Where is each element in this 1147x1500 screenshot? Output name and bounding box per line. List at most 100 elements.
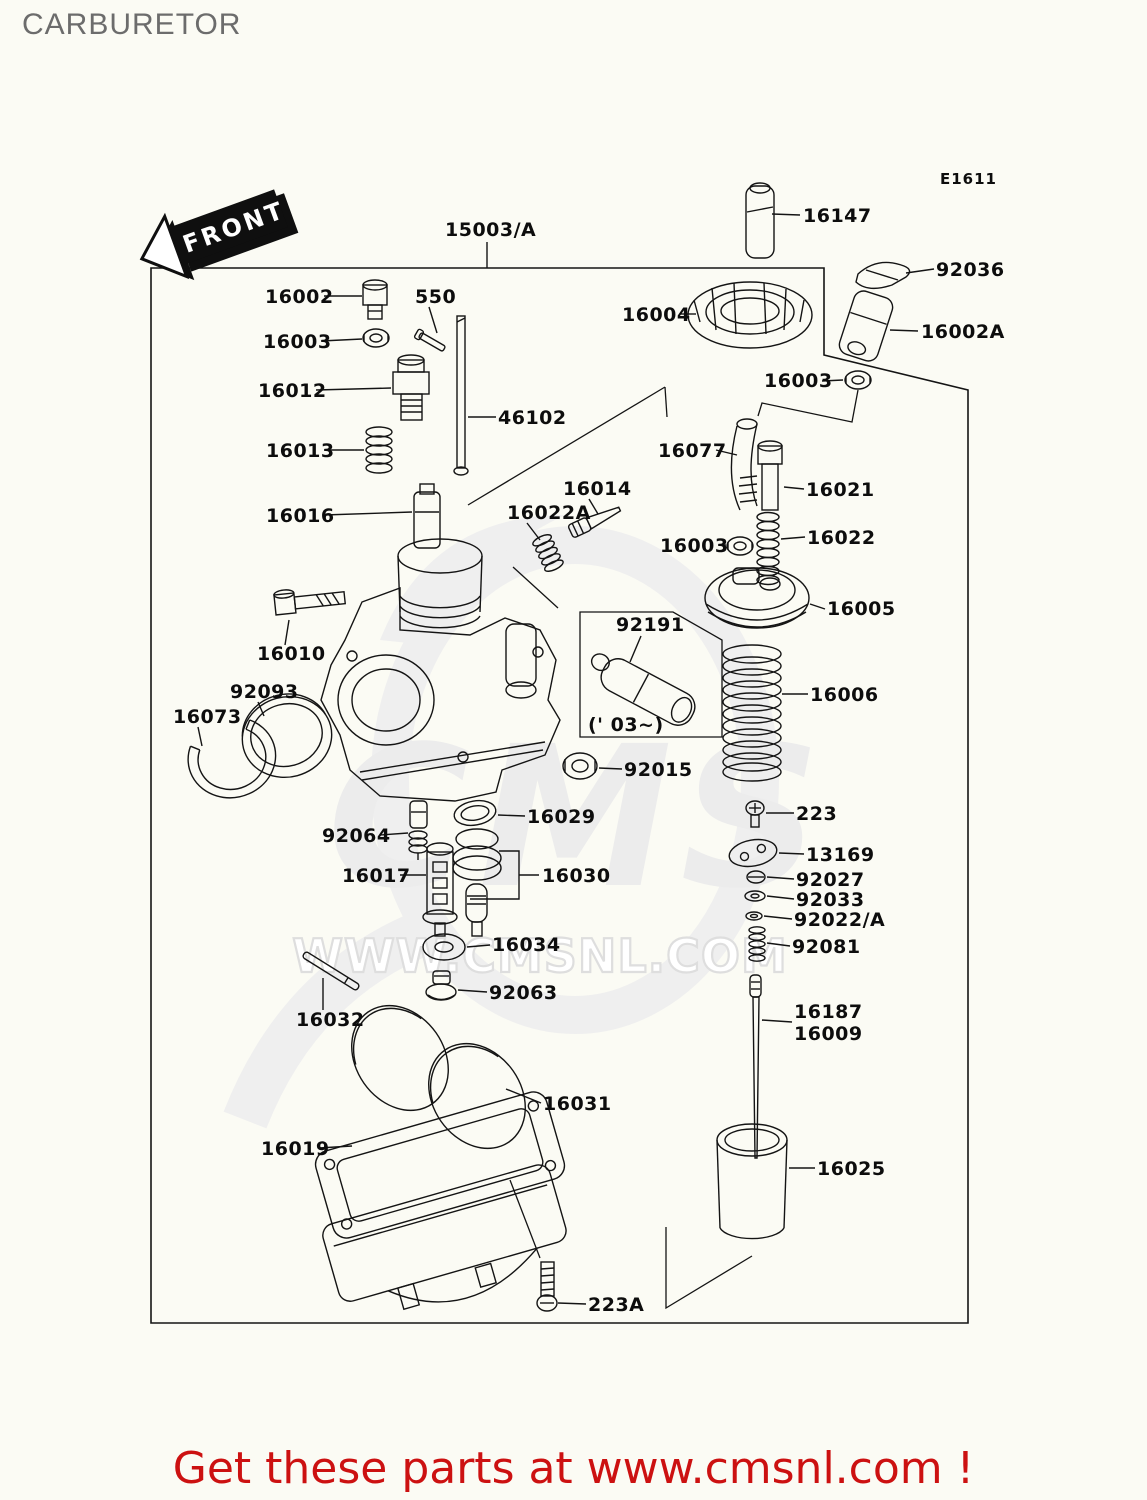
part-label-16002a[interactable]: 16002A bbox=[921, 321, 1005, 343]
part-label-16022[interactable]: 16022 bbox=[807, 527, 876, 549]
part-label-16003[interactable]: 16003 bbox=[263, 331, 332, 353]
part-92093-ring-drawing bbox=[241, 693, 333, 779]
part-label-16021[interactable]: 16021 bbox=[806, 479, 875, 501]
part-label-550[interactable]: 550 bbox=[415, 286, 456, 308]
part-label-92093[interactable]: 92093 bbox=[230, 681, 299, 703]
carburetor-body-drawing bbox=[320, 538, 561, 802]
cmsnl-watermark: CMS WWW.CMSNL.COM bbox=[223, 515, 821, 1129]
page-title: CARBURETOR bbox=[22, 8, 242, 41]
part-92081-spring-drawing bbox=[748, 926, 766, 962]
part-label-15003a[interactable]: 15003/A bbox=[445, 219, 536, 241]
part-92063-plug-drawing bbox=[425, 970, 457, 1001]
watermark-url-text: WWW.CMSNL.COM bbox=[292, 929, 788, 983]
part-label-92022a[interactable]: 92022/A bbox=[794, 909, 885, 931]
part-16004-cap-drawing bbox=[687, 281, 813, 349]
part-16002-screw-drawing bbox=[362, 279, 388, 320]
part-label-92033[interactable]: 92033 bbox=[796, 889, 865, 911]
part-label-16022a[interactable]: 16022A bbox=[507, 502, 591, 524]
part-label-16019[interactable]: 16019 bbox=[261, 1138, 330, 1160]
part-16029-oring-drawing bbox=[453, 799, 497, 827]
part-label-16032[interactable]: 16032 bbox=[296, 1009, 365, 1031]
front-direction-arrow: FRONT bbox=[139, 189, 299, 281]
part-16009-needle-drawing bbox=[749, 974, 762, 1159]
part-16019-gasket-drawing bbox=[314, 1091, 566, 1239]
part-labels: E1611 15003/A 16147 92036 16002 550 1600… bbox=[173, 170, 1005, 1316]
part-16022A-spring-drawing bbox=[532, 534, 564, 572]
part-92015-nut-drawing bbox=[562, 752, 598, 780]
leader-lines bbox=[197, 213, 935, 1305]
part-92022A-oring-drawing bbox=[745, 911, 763, 921]
part-label-16006[interactable]: 16006 bbox=[810, 684, 879, 706]
part-label-16003[interactable]: 16003 bbox=[764, 370, 833, 392]
part-92191-tube-inset-drawing bbox=[590, 653, 696, 726]
part-label-46102[interactable]: 46102 bbox=[498, 407, 567, 429]
part-label-16017[interactable]: 16017 bbox=[342, 865, 411, 887]
part-label-92081[interactable]: 92081 bbox=[792, 936, 861, 958]
part-223-screw-drawing bbox=[745, 800, 765, 828]
part-label-16034[interactable]: 16034 bbox=[492, 934, 561, 956]
part-label-92036[interactable]: 92036 bbox=[936, 259, 1005, 281]
part-16030-valve-seat-drawing bbox=[452, 828, 502, 937]
part-16022-spring-drawing bbox=[756, 511, 780, 586]
part-16025-cup-drawing bbox=[716, 1123, 788, 1240]
part-16012-fitting-drawing bbox=[392, 354, 430, 421]
part-16016-cylinder-drawing bbox=[413, 483, 441, 549]
part-16005-diaphragm-cap-drawing bbox=[704, 567, 810, 629]
part-92033-washer-drawing bbox=[744, 890, 766, 902]
part-label-13169[interactable]: 13169 bbox=[806, 844, 875, 866]
part-label-16010[interactable]: 16010 bbox=[257, 643, 326, 665]
diagram-code-label: E1611 bbox=[940, 170, 997, 188]
part-16014-screw-drawing bbox=[567, 506, 622, 538]
footer-ad-link[interactable]: Get these parts at www.cmsnl.com ! bbox=[172, 1443, 975, 1494]
part-550-pin-drawing bbox=[413, 328, 446, 352]
part-16003-nut-drawing bbox=[726, 536, 754, 556]
part-label-16077[interactable]: 16077 bbox=[658, 440, 727, 462]
part-label-16003[interactable]: 16003 bbox=[660, 535, 729, 557]
part-label-16009[interactable]: 16009 bbox=[794, 1023, 863, 1045]
part-label-16002[interactable]: 16002 bbox=[265, 286, 334, 308]
part-label-16014[interactable]: 16014 bbox=[563, 478, 632, 500]
part-16077-tube-drawing bbox=[730, 418, 758, 511]
part-223A-screw-drawing bbox=[536, 1261, 558, 1312]
float-bowl-drawing bbox=[322, 1164, 567, 1311]
part-label-16004[interactable]: 16004 bbox=[622, 304, 691, 326]
part-label-16016[interactable]: 16016 bbox=[266, 505, 335, 527]
model-year-note: (' 03~) bbox=[588, 714, 664, 736]
part-label-16187[interactable]: 16187 bbox=[794, 1001, 863, 1023]
part-16006-spring-drawing bbox=[722, 644, 782, 782]
part-13169-plate-drawing bbox=[728, 838, 778, 868]
part-label-16012[interactable]: 16012 bbox=[258, 380, 327, 402]
part-label-16013[interactable]: 16013 bbox=[266, 440, 335, 462]
part-label-92015[interactable]: 92015 bbox=[624, 759, 693, 781]
part-label-16031[interactable]: 16031 bbox=[543, 1093, 612, 1115]
part-16031-float-drawing bbox=[351, 1004, 526, 1150]
part-16147-plunger-drawing bbox=[745, 182, 775, 259]
part-46102-rod-drawing bbox=[453, 315, 469, 476]
part-label-16005[interactable]: 16005 bbox=[827, 598, 896, 620]
part-16003-nut-drawing bbox=[844, 370, 872, 390]
part-16073-clamp-drawing bbox=[187, 719, 277, 799]
part-16017-jet-drawing bbox=[422, 842, 458, 937]
part-label-92191[interactable]: 92191 bbox=[616, 614, 685, 636]
part-label-16030[interactable]: 16030 bbox=[542, 865, 611, 887]
part-label-92027[interactable]: 92027 bbox=[796, 869, 865, 891]
part-16021-bolt-drawing bbox=[757, 440, 783, 511]
part-16013-spring-drawing bbox=[365, 426, 393, 474]
part-label-16073[interactable]: 16073 bbox=[173, 706, 242, 728]
part-label-92064[interactable]: 92064 bbox=[322, 825, 391, 847]
part-label-223a[interactable]: 223A bbox=[588, 1294, 644, 1316]
part-16032-rod-drawing bbox=[302, 951, 360, 991]
part-label-92063[interactable]: 92063 bbox=[489, 982, 558, 1004]
part-92036-clip-drawing bbox=[855, 261, 911, 290]
part-92064-valve-drawing bbox=[408, 800, 428, 860]
part-label-16025[interactable]: 16025 bbox=[817, 1158, 886, 1180]
part-16034-washer-drawing bbox=[422, 933, 466, 961]
part-label-16029[interactable]: 16029 bbox=[527, 806, 596, 828]
part-label-16147[interactable]: 16147 bbox=[803, 205, 872, 227]
part-label-223[interactable]: 223 bbox=[796, 803, 837, 825]
part-16010-bolt-drawing bbox=[273, 589, 347, 616]
diagram-border bbox=[150, 267, 969, 1324]
construction-lines bbox=[467, 386, 859, 1310]
part-16003-nut-drawing bbox=[362, 328, 390, 348]
